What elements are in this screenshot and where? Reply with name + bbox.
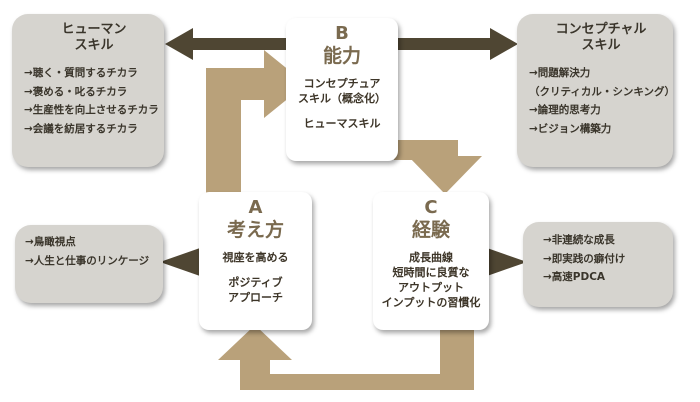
node-a-line: ポジティブ	[228, 276, 283, 289]
node-c-line: アウトプット	[398, 281, 464, 294]
list-item: →会議を紡居するチカラ	[24, 122, 138, 135]
list-item: →ビジョン構築力	[529, 122, 612, 135]
node-a-mindset: A 考え方 視座を高める ポジティブ アプローチ	[199, 192, 312, 330]
list-item: →鳥瞰視点	[25, 236, 76, 248]
list-item: →生産性を向上させるチカラ	[24, 104, 159, 116]
note-conceptual-skill-list: →問題解決力 （クリティカル・シンキング） →論理的思考力 →ビジョン構築力	[529, 64, 676, 138]
note-human-skill-list: →聴く・質問するチカラ →褒める・叱るチカラ →生産性を向上させるチカラ →会議…	[24, 64, 164, 138]
arrow-a-to-b	[206, 50, 306, 198]
note-conceptual-skill: コンセプチャル スキル →問題解決力 （クリティカル・シンキング） →論理的思考…	[517, 14, 676, 167]
node-b-line: ヒューマスキル	[303, 117, 381, 130]
node-a-letter: A	[248, 197, 263, 218]
note-human-skill-title: ヒューマン スキル	[61, 22, 127, 53]
arrow-b-to-c	[394, 140, 482, 194]
list-item: →高速PDCA	[543, 271, 606, 283]
note-human-skill: ヒューマン スキル →聴く・質問するチカラ →褒める・叱るチカラ →生産性を向上…	[12, 14, 164, 167]
node-a-line: 視座を高める	[222, 251, 289, 264]
arrow-b-to-human-skill	[165, 28, 287, 60]
note-experience-list: →非連続な成長 →即実践の癖付け →高速PDCA	[543, 231, 673, 287]
node-b-line: スキル（概念化）	[298, 92, 386, 105]
note-experience: →非連続な成長 →即実践の癖付け →高速PDCA	[523, 222, 673, 307]
node-c-line: 短時間に良質な	[392, 266, 470, 279]
node-b-line: コンセプチュア	[303, 77, 381, 90]
arrow-b-to-concept-skill	[398, 28, 518, 60]
note-mindset-list: →鳥瞰視点 →人生と仕事のリンケージ	[25, 233, 163, 270]
node-b-name: 能力	[322, 45, 361, 67]
list-item: →問題解決力	[529, 67, 591, 79]
node-c-line: インプットの習慣化	[381, 296, 481, 309]
node-a-name: 考え方	[226, 219, 284, 241]
list-item: →人生と仕事のリンケージ	[25, 254, 150, 267]
note-conceptual-skill-title: コンセプチャル スキル	[555, 22, 647, 53]
node-a-line: アプローチ	[228, 291, 283, 304]
node-c-line: 成長曲線	[409, 251, 453, 264]
list-item: →論理的思考力	[529, 104, 601, 116]
note-mindset: →鳥瞰視点 →人生と仕事のリンケージ	[15, 225, 163, 303]
node-b-ability: B 能力 コンセプチュア スキル（概念化） ヒューマスキル	[286, 18, 398, 161]
node-c-name: 経験	[411, 219, 450, 241]
list-item: （クリティカル・シンキング）	[529, 85, 676, 98]
list-item: →即実践の癖付け	[543, 252, 626, 265]
node-c-experience: C 経験 成長曲線 短時間に良質な アウトプット インプットの習慣化	[373, 192, 489, 330]
list-item: →非連続な成長	[543, 234, 615, 246]
node-b-letter: B	[335, 23, 349, 44]
arrow-c-to-experience-note	[487, 248, 527, 276]
node-c-letter: C	[424, 197, 438, 218]
arrow-a-to-mindset-note	[160, 248, 200, 276]
list-item: →聴く・質問するチカラ	[24, 67, 138, 79]
list-item: →褒める・叱るチカラ	[24, 85, 128, 98]
